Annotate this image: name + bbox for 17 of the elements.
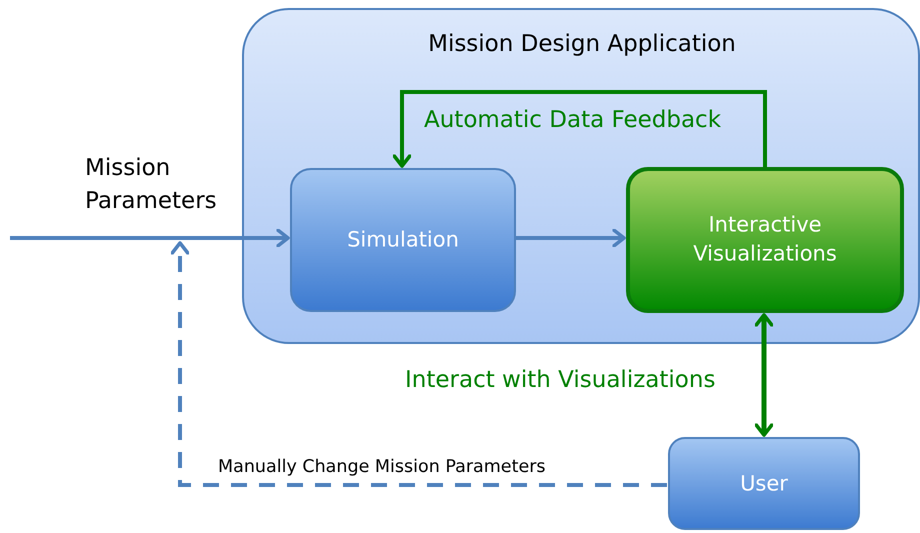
process-box — [290, 168, 516, 312]
arrow — [516, 228, 626, 248]
box-label: Interactive Visualizations — [692, 212, 838, 268]
box-label: Simulation — [346, 226, 460, 254]
process-box — [668, 437, 860, 530]
arrow — [10, 228, 290, 248]
box-label: User — [739, 470, 789, 497]
dashed-arrow — [170, 241, 667, 487]
edge-label: Automatic Data Feedback — [424, 106, 722, 135]
arrow — [754, 313, 774, 437]
edge-label: Manually Change Mission Parameters — [218, 456, 546, 479]
edge-label: Interact with Visualizations — [405, 366, 716, 395]
application-panel — [242, 8, 920, 344]
panel-title: Mission Design Application — [427, 30, 737, 59]
edge-label: Mission Parameters — [85, 154, 218, 216]
process-box — [626, 167, 904, 313]
arrow — [392, 90, 767, 168]
